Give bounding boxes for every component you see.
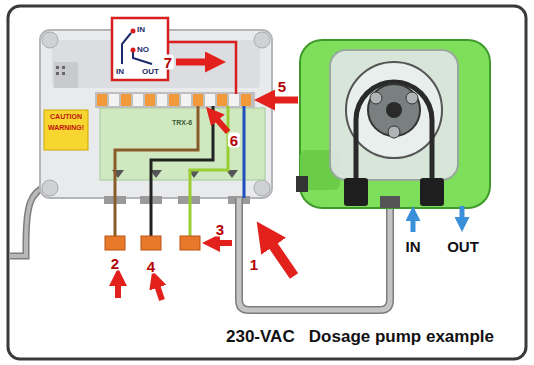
callout-arrow (214, 116, 228, 132)
blue-wire (243, 106, 246, 198)
terminal-label: IN (116, 68, 124, 76)
ferrule (105, 236, 125, 250)
switch-inset: IN NO IN OUT (112, 18, 168, 80)
flow-out-arrow (460, 206, 465, 222)
controller-housing: CAUTION WARNING! (40, 30, 272, 198)
contact-dot (131, 29, 136, 34)
callout-number: 4 (145, 259, 157, 274)
port-label: OUT (446, 239, 480, 254)
callout-arrow (268, 97, 298, 104)
brown-wire (115, 106, 198, 236)
board-label: TRX-6 (172, 119, 192, 126)
flow-in-arrow (411, 216, 416, 232)
switch-symbol (122, 33, 152, 64)
callout-arrow (115, 280, 121, 298)
terminal-label: OUT (142, 68, 159, 76)
contact-label: NO (137, 46, 149, 54)
callout-number: 5 (276, 79, 288, 94)
caption: 230-VAC Dosage pump example (226, 328, 494, 345)
callout-number: 7 (162, 55, 174, 70)
ferrule (180, 236, 200, 250)
callout-number: 6 (228, 133, 240, 148)
callout-number: 3 (214, 222, 226, 237)
green-yellow-wire (190, 106, 228, 236)
callout-number: 1 (248, 257, 260, 272)
callout-number: 2 (109, 256, 121, 271)
callout-arrow (214, 240, 232, 246)
callout-arrow (176, 59, 212, 66)
switch-inset (112, 18, 168, 80)
warning-sticker-text: CAUTION (50, 113, 82, 120)
dosage-pump (296, 40, 490, 208)
warning-sticker-text: WARNING! (48, 124, 84, 131)
frame (8, 6, 526, 359)
callout-arrow (268, 238, 294, 276)
contact-dot (131, 48, 136, 53)
inset-leader (168, 42, 236, 94)
callout-arrow (156, 282, 162, 300)
pump-cable-core (239, 198, 390, 310)
ferrule (141, 236, 161, 250)
pump-cable (239, 198, 390, 310)
port-label: IN (405, 239, 422, 254)
contact-label: IN (137, 26, 145, 34)
